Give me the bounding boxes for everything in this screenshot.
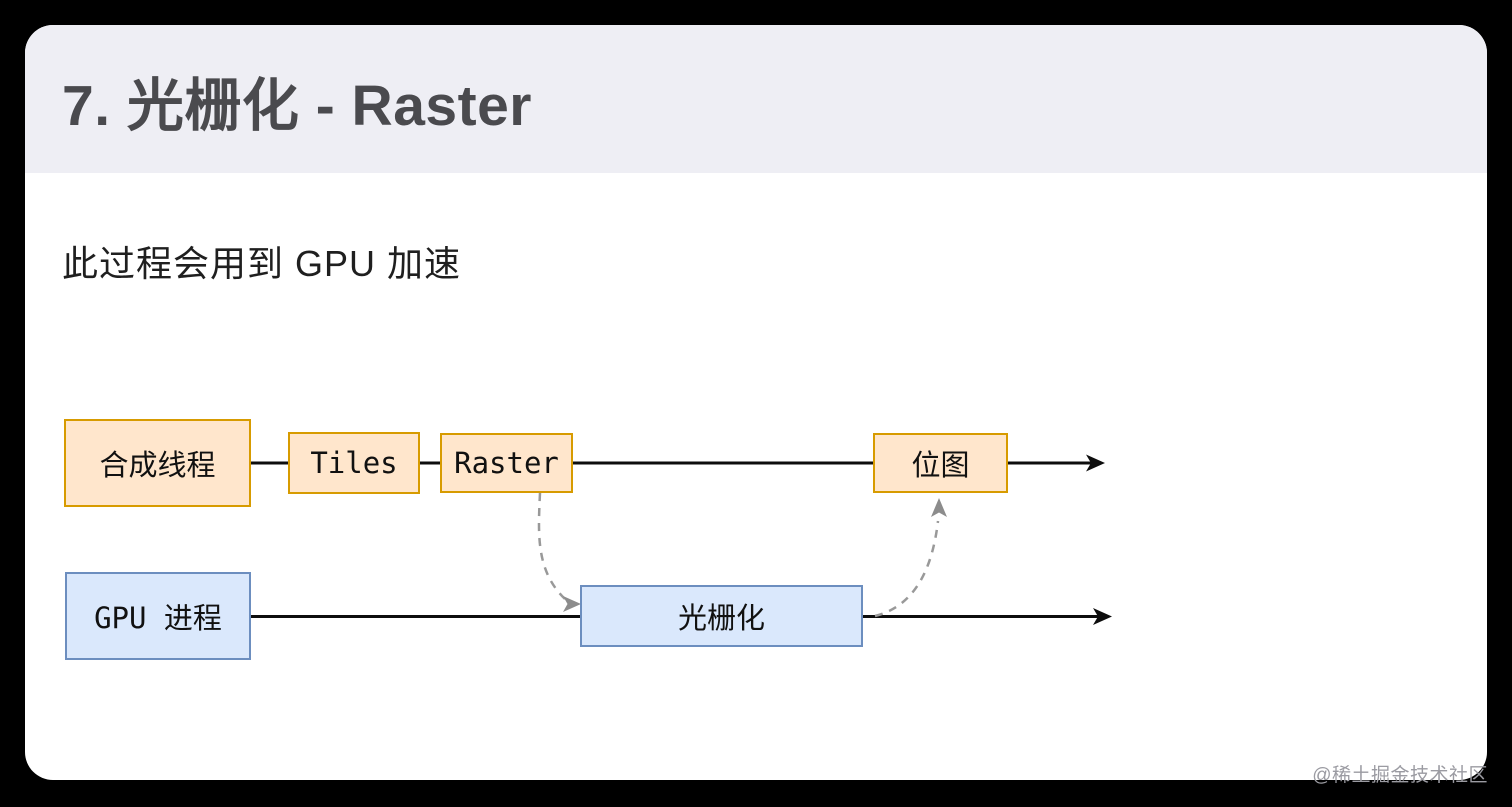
node-tiles: Tiles [288,432,420,494]
node-rasterize: 光栅化 [580,585,863,647]
slide-title: 7. 光栅化 - Raster [62,74,532,138]
flow-diagram-canvas [251,454,1112,625]
slide-header: 7. 光栅化 - Raster [25,25,1487,173]
arrowhead-gpu-row [1093,608,1112,625]
slide-subtitle: 此过程会用到 GPU 加速 [62,243,462,284]
juejin-watermark: @稀土掘金技术社区 [1312,765,1488,786]
dashed-arrowhead-raster-to-rasterize [563,596,581,612]
node-gpu-process: GPU 进程 [65,572,251,660]
node-raster: Raster [440,433,573,493]
dashed-edge-raster-to-rasterize [537,492,566,600]
dashed-arrowhead-rasterize-to-bitmap [931,498,947,517]
node-bitmap: 位图 [873,433,1008,493]
node-compositor-thread: 合成线程 [64,419,251,507]
arrowhead-compositor-row [1086,454,1105,472]
slide-card: 7. 光栅化 - Raster 此过程会用到 GPU 加速 合成线程 Tiles… [25,25,1487,780]
dashed-edge-rasterize-to-bitmap [874,520,940,618]
